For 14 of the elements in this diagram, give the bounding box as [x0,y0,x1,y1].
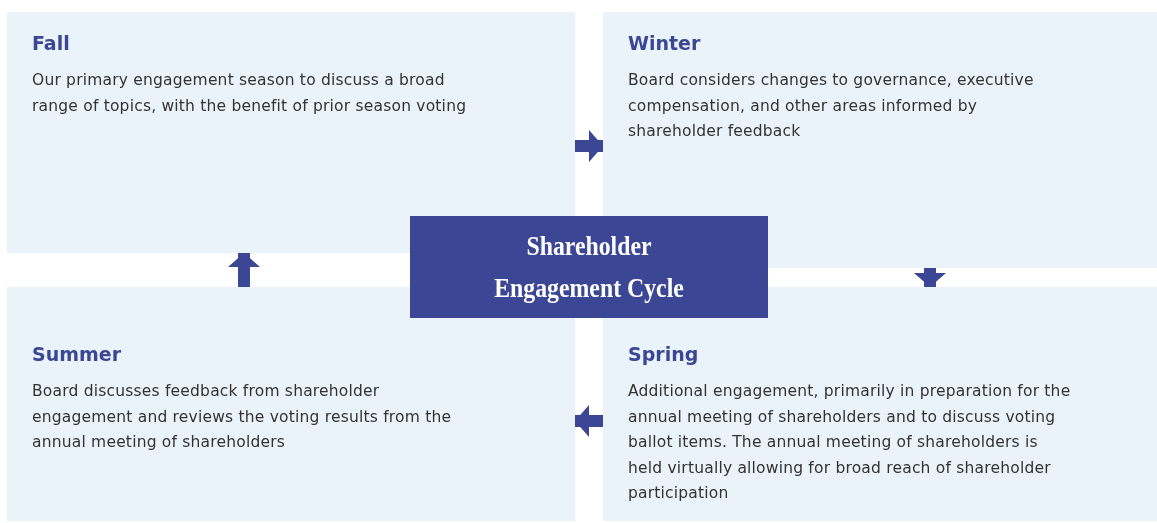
title-box [410,216,768,318]
season-description: Board discusses feedback from shareholder engagement and reviews the voting results from the annual meeting of shareholders [32,381,453,453]
arrow [575,130,603,162]
arrow [914,268,946,287]
season-heading: Spring [628,343,699,365]
cycle-title: Shareholder Engagement Cycle [493,229,685,305]
season-description: Additional engagement, primarily in preparation for the annual meeting of shareholders and to discuss voting ballot items. The annual meeting of shareholders is held virtually allowing for broad reach of shareholder participation [628,381,1072,504]
arrow [228,253,260,287]
arrow [575,405,603,437]
season-heading: Fall [32,32,70,54]
season-description: Our primary engagement season to discuss a broad range of topics, with the benefit of prior season voting [32,70,468,117]
season-heading: Summer [32,343,122,365]
season-description: Board considers changes to governance, executive compensation, and other areas informed by shareholder feedback [628,70,1035,142]
season-heading: Winter [628,32,701,54]
